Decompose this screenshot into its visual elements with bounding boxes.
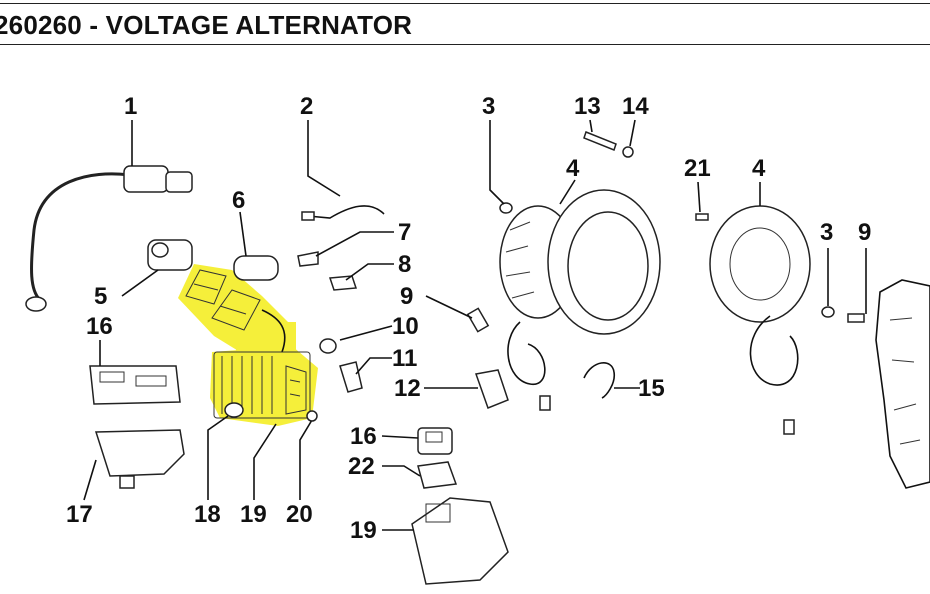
part-2-wire[interactable]	[301, 205, 385, 221]
page-title: 260260 - VOLTAGE ALTERNATOR	[0, 10, 413, 40]
callout-3: 3	[482, 93, 495, 120]
callout-7: 7	[398, 219, 411, 246]
engine-case-section	[875, 279, 930, 489]
part-9-pin[interactable]	[466, 307, 490, 333]
callout-10: 10	[392, 313, 419, 340]
part-3-nut-a[interactable]	[499, 202, 513, 214]
part-16-fuse-box[interactable]	[89, 365, 181, 405]
part-4-stator-rotor[interactable]	[499, 189, 661, 411]
callout-4-right: 4	[752, 155, 766, 182]
part-7-terminal[interactable]	[297, 251, 319, 267]
callout-1: 1	[124, 93, 137, 120]
callout-9: 9	[400, 283, 413, 310]
callout-4: 4	[566, 155, 580, 182]
callout-8: 8	[398, 251, 411, 278]
part-21-screw[interactable]	[695, 213, 709, 221]
part-16-connector[interactable]	[417, 427, 453, 455]
callout-17: 17	[66, 501, 93, 528]
callout-21: 21	[684, 155, 711, 182]
part-10-nut[interactable]	[319, 338, 337, 354]
callout-16-center: 16	[350, 423, 377, 450]
part-13-bolt[interactable]	[583, 131, 617, 151]
part-1-lead[interactable]	[25, 165, 193, 312]
part-11-clip[interactable]	[339, 361, 363, 393]
part-12-holder[interactable]	[474, 369, 509, 409]
callout-20: 20	[286, 501, 313, 528]
part-14-washer[interactable]	[622, 146, 634, 158]
callout-2: 2	[300, 93, 313, 120]
part-8-terminal[interactable]	[328, 275, 358, 291]
callout-13: 13	[574, 93, 601, 120]
callout-12: 12	[394, 375, 421, 402]
callout-19: 19	[240, 501, 267, 528]
callout-15: 15	[638, 375, 665, 402]
callout-9-right: 9	[858, 219, 871, 246]
part-3-nut-b[interactable]	[821, 306, 835, 318]
part-9-pin-right[interactable]	[847, 313, 865, 323]
title-bar: 260260 - VOLTAGE ALTERNATOR	[0, 3, 930, 45]
callout-3-right: 3	[820, 219, 833, 246]
callout-19-bottom: 19	[350, 517, 377, 544]
part-19-regulator[interactable]	[411, 497, 509, 585]
callout-16: 16	[86, 313, 113, 340]
highlighted-regulator-assembly[interactable]	[178, 264, 318, 426]
part-6-cap[interactable]	[233, 255, 279, 281]
callout-11: 11	[392, 345, 417, 372]
callout-labels: 1 2 3 13 14 4 21 4 3 9 6 7 8 5 9 16 10 1…	[66, 93, 871, 544]
callout-6: 6	[232, 187, 245, 214]
part-5-connector[interactable]	[147, 239, 193, 271]
part-15-ring[interactable]	[583, 362, 616, 399]
part-22-gasket[interactable]	[417, 461, 458, 489]
callout-14: 14	[622, 93, 649, 120]
part-4-right-stator[interactable]	[709, 205, 811, 435]
part-17-tray[interactable]	[94, 429, 185, 489]
leader-lines	[83, 119, 867, 531]
callout-18: 18	[194, 501, 221, 528]
callout-5: 5	[94, 283, 107, 310]
callout-22: 22	[348, 453, 375, 480]
